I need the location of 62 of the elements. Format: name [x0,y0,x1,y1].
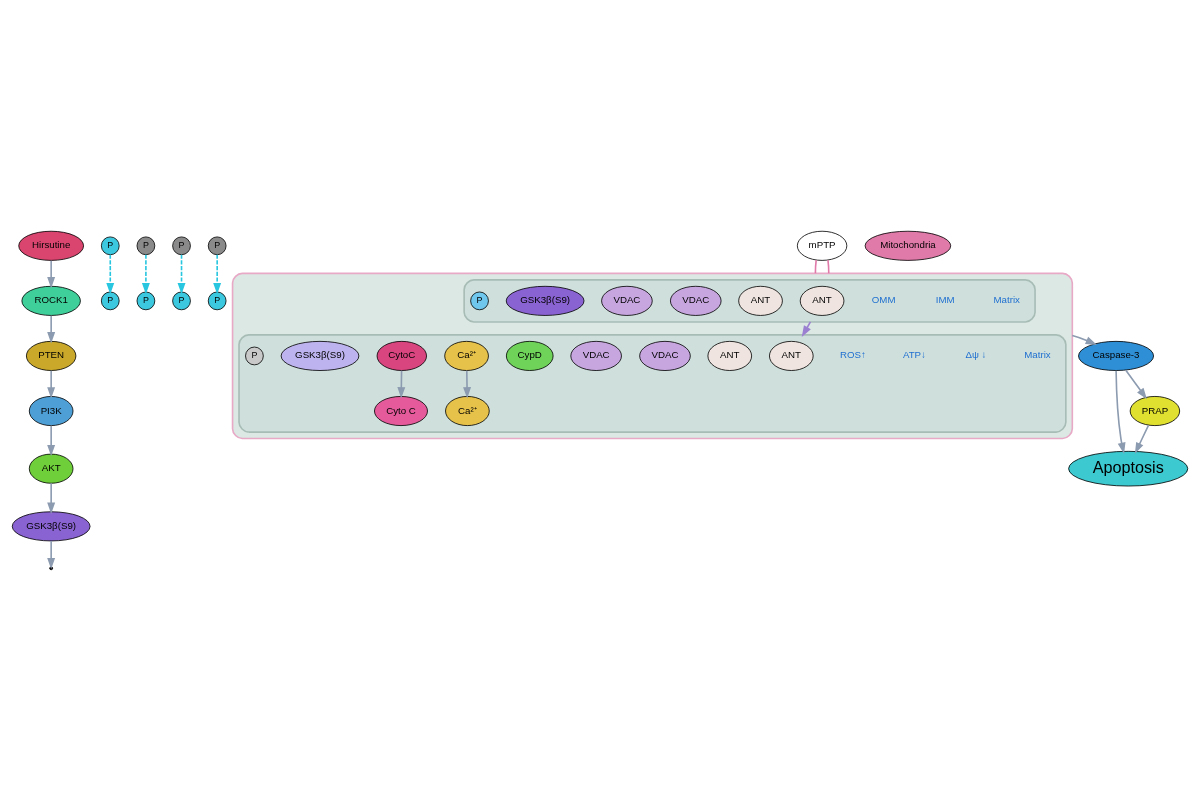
node-ellipse: ANT [707,340,753,371]
arrow [463,369,472,398]
node-ellipse: VDAC [670,285,722,316]
cluster [463,278,1036,323]
node-ellipse: PRAP [1129,395,1181,426]
label: Matrix [993,293,1020,305]
connector [827,258,830,274]
node-ellipse: Ca²⁺ [444,340,489,371]
node-ellipse: GSK3β(S9) [11,510,91,541]
arrow [177,253,186,294]
node-ellipse: AKT [28,453,74,484]
node-circle: P [207,291,227,310]
label: OMM [871,293,896,305]
node-ellipse: ANT [738,285,783,316]
arrow [1134,424,1150,454]
node-ellipse: GSK3β(S9) [505,285,585,316]
node-ellipse: VDAC [639,340,691,371]
node-ellipse: Hirsutine [18,230,84,261]
cluster [231,272,1074,439]
node-ellipse: CytoC [376,340,427,371]
label: Matrix [1024,348,1051,360]
node-ellipse: ANT [799,285,845,316]
node-ellipse: ANT [769,340,814,371]
arrow [47,539,56,569]
node-ellipse: Caspase-3 [1078,340,1154,371]
node-circle: P [136,236,156,255]
node-circle: P [136,291,156,310]
node-circle: P [172,236,191,255]
node-ellipse: Cyto C [374,395,428,426]
node-ellipse: VDAC [570,340,622,371]
node-circle: P [470,291,489,310]
arrow [47,482,56,514]
arrow [47,259,56,288]
label: Δψ ↓ [965,348,987,360]
node-ellipse: Apoptosis [1068,450,1189,486]
node-ellipse: VDAC [601,285,653,316]
arrow [141,253,150,294]
node-ellipse: GSK3β(S9) [280,340,360,371]
node-ellipse: Mitochondria [864,230,952,261]
node-circle: P [245,346,264,365]
node-ellipse: PI3K [28,395,74,426]
node-circle: P [100,291,120,310]
node-circle: P [207,236,227,255]
arrow [1125,368,1147,399]
node-circle: P [100,236,120,255]
label: IMM [935,293,955,305]
label: ATP↓ [902,348,926,360]
arrow [47,369,56,398]
node-ellipse: mPTP [796,230,848,261]
arrow [47,314,56,343]
arrow [1071,334,1097,345]
node-circle: P [172,291,191,310]
cluster [238,333,1067,433]
node-ellipse: ROCK1 [21,285,81,316]
arrow [213,253,222,294]
arrow [47,424,56,456]
node-ellipse: PTEN [26,340,77,371]
label: ROS↑ [839,348,866,360]
node-ellipse: CypD [505,340,554,371]
arrow [1115,369,1126,454]
arrow [106,253,115,294]
node-ellipse: Ca²⁺ [445,395,490,426]
